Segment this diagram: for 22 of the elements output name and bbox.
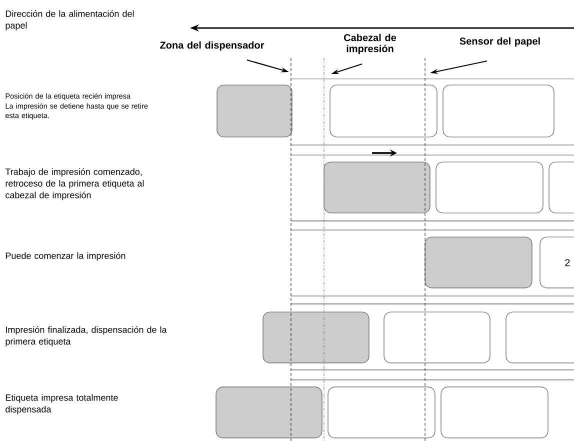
description-text: Impresión finalizada, dispensación de la primera etiqueta — [6, 326, 167, 346]
label-box — [442, 84, 554, 138]
heading-text: Sensor del papel — [460, 37, 540, 47]
label-box — [548, 162, 574, 214]
heading-text: Zona del dispensador — [160, 41, 264, 51]
description-text: Dirección de la alimentación del papel — [6, 10, 134, 30]
label-box: 2 — [540, 236, 574, 288]
label-box — [216, 386, 322, 438]
description-text: Puede comenzar la impresión — [6, 252, 126, 261]
label-box — [384, 312, 490, 364]
label-box — [328, 386, 436, 438]
description-text: Trabajo de impresión comenzado, retroceso de la primera etiqueta al cabezal de impresión — [5, 168, 144, 200]
label-box — [424, 236, 532, 288]
label-box — [436, 162, 544, 214]
label-box — [324, 162, 430, 214]
label-box — [216, 84, 292, 138]
label-box — [506, 312, 574, 364]
description-text: Etiqueta impresa totalmente dispensada — [6, 394, 118, 414]
heading-text: Cabezal de impresión — [344, 34, 396, 54]
label-box — [440, 386, 548, 438]
label-box — [262, 312, 370, 364]
label-box — [330, 84, 438, 138]
